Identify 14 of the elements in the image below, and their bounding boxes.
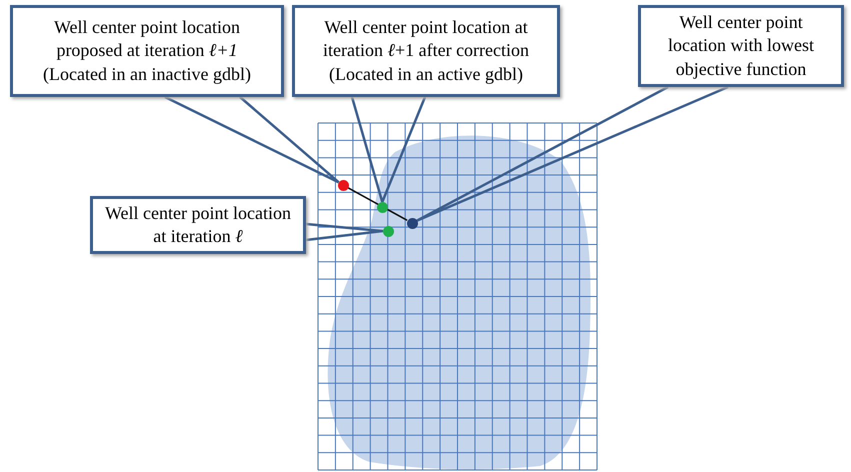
callout-box <box>638 5 844 87</box>
callout-box <box>90 196 306 254</box>
callout-text: Well center point location at iteration ℓ+1 after correction (Located in an active gdbl) <box>322 16 530 86</box>
leader-line <box>350 96 426 204</box>
callout-box <box>292 5 560 97</box>
callout-text: Well center point location at iteration ℓ <box>104 202 292 248</box>
connecting-line <box>347 186 408 222</box>
leader-line <box>304 222 384 242</box>
callout-text: Well center point location with lowest objective function <box>667 10 815 81</box>
location-dot <box>338 180 348 190</box>
leader-line <box>164 96 340 184</box>
callout-box <box>10 5 284 97</box>
callout-text: Well center point location proposed at iteration ℓ+1 (Located in an inactive gdbl) <box>42 16 252 86</box>
leader-line <box>415 86 730 222</box>
